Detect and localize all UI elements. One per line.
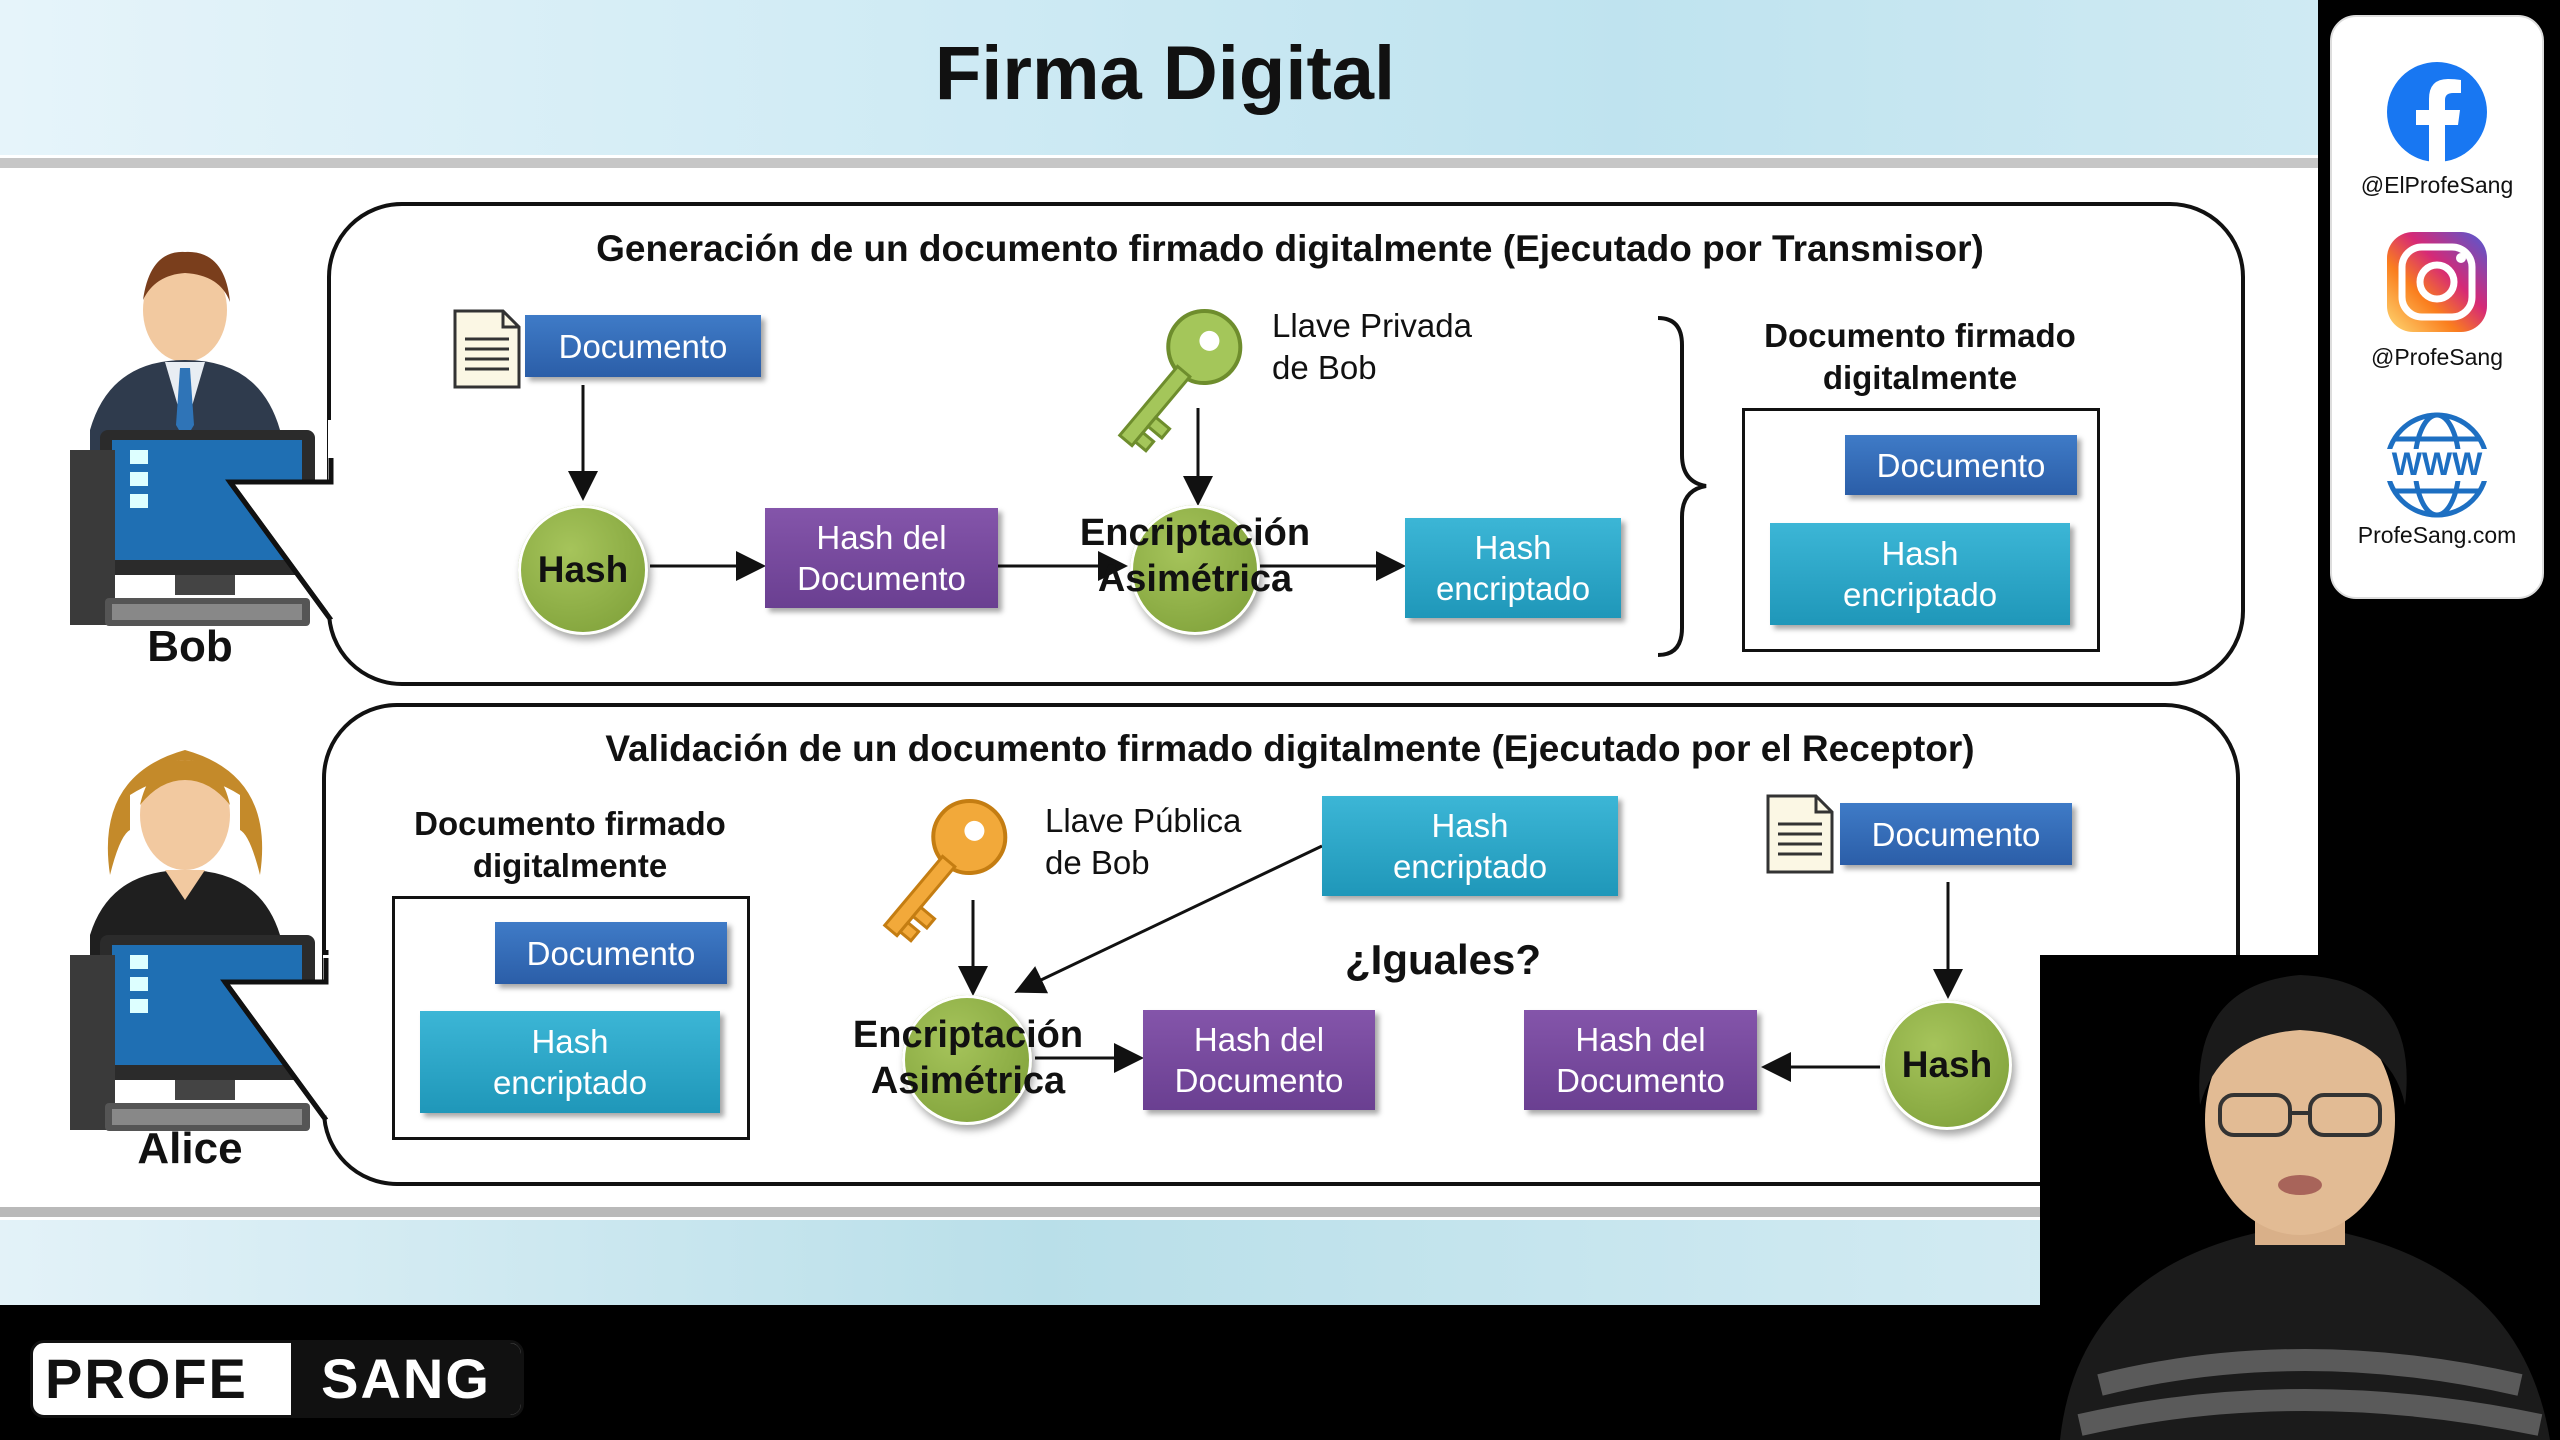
page-title: Firma Digital xyxy=(934,31,1396,116)
gen-hash-circle: Hash xyxy=(518,505,648,635)
logo-left-text: PROFE xyxy=(45,1347,248,1410)
val-hash-circle: Hash xyxy=(1882,1000,2012,1130)
val-encrypt-label: Encriptación Asimétrica xyxy=(852,1014,1084,1102)
gen-hash-encriptado-box: Hash encriptado xyxy=(1405,518,1621,618)
gen-key-label: Llave Privada de Bob xyxy=(1272,307,1472,386)
bottom-divider xyxy=(0,1207,2318,1217)
profesang-logo: PROFE SANG xyxy=(30,1340,524,1418)
val-key-label: Llave Pública de Bob xyxy=(1045,802,1242,881)
val-question-label: ¿Iguales? xyxy=(1345,936,1542,983)
presenter-image xyxy=(2040,955,2560,1440)
gen-result-documento-box: Documento xyxy=(1845,435,2077,495)
title-divider xyxy=(0,158,2318,168)
document-icon xyxy=(453,309,521,389)
instagram-handle: @ProfeSang xyxy=(2370,344,2504,370)
val-hash-encriptado-box: Hash encriptado xyxy=(1322,796,1618,896)
facebook-icon xyxy=(2387,62,2487,162)
logo-right-text: SANG xyxy=(291,1343,521,1415)
private-key-icon xyxy=(1117,309,1243,453)
title-band xyxy=(0,0,2318,155)
val-signed-title: Documento firmado digitalmente xyxy=(414,805,726,884)
social-icons: WWW xyxy=(2384,62,2490,518)
gen-documento-box: Documento xyxy=(525,315,761,377)
public-key-icon xyxy=(882,799,1008,943)
val-encrypt-circle xyxy=(902,995,1032,1125)
gen-encrypt-label: Encriptación Asimétrica xyxy=(1079,512,1311,600)
receiver-document-icon xyxy=(1766,794,1834,874)
val-hash-documento-left-box: Hash del Documento xyxy=(1143,1010,1375,1110)
webcam-presenter xyxy=(2040,955,2560,1440)
validation-title: Validación de un documento firmado digit… xyxy=(605,728,1975,769)
gen-result-title: Documento firmado digitalmente xyxy=(1764,317,2076,396)
website-label: ProfeSang.com xyxy=(2357,522,2517,548)
bottom-band xyxy=(0,1220,2318,1305)
gen-encrypt-circle xyxy=(1130,505,1260,635)
svg-text:WWW: WWW xyxy=(2392,446,2483,482)
gen-hash-documento-box: Hash del Documento xyxy=(765,508,998,608)
val-signed-hash-box: Hash encriptado xyxy=(420,1011,720,1113)
facebook-handle: @ElProfeSang xyxy=(2360,172,2514,198)
val-hash-documento-right-box: Hash del Documento xyxy=(1524,1010,1757,1110)
val-signed-documento-box: Documento xyxy=(495,922,727,984)
slide: Firma Digital xyxy=(0,0,2318,1305)
alice-label: Alice xyxy=(137,1124,243,1173)
panel-tails xyxy=(220,450,334,1122)
val-documento-box: Documento xyxy=(1840,803,2072,865)
generation-title: Generación de un documento firmado digit… xyxy=(596,228,1984,269)
bob-label: Bob xyxy=(147,622,233,671)
social-panel: WWW @ElProfeSang @ProfeSang ProfeSang.co… xyxy=(2330,15,2544,599)
instagram-icon xyxy=(2387,232,2487,332)
gen-result-hash-box: Hash encriptado xyxy=(1770,523,2070,625)
